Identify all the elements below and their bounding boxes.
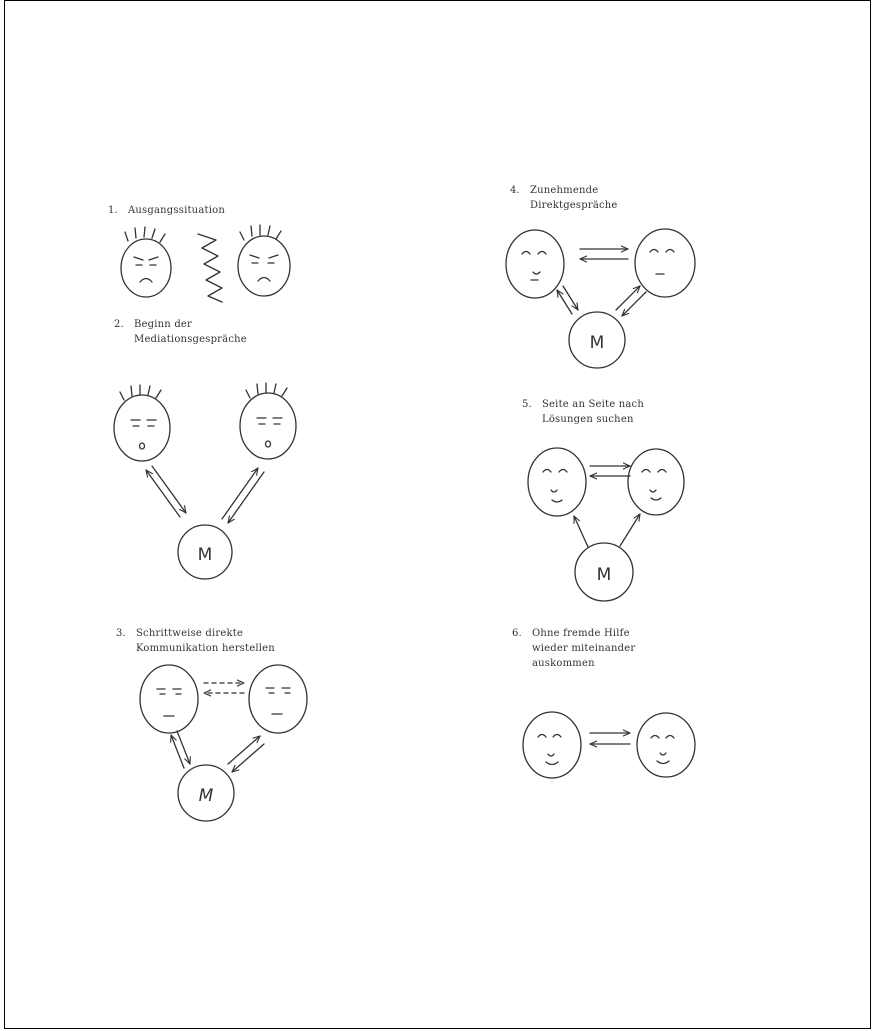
mediator-label-3: M [199, 786, 214, 806]
stage-4-number: 4. [510, 185, 520, 196]
stage-2-figure: M [113, 382, 297, 580]
mediator-circle-3: M [177, 764, 235, 822]
stage-5-number: 5. [522, 399, 532, 410]
stage-5-figure: M [527, 447, 685, 602]
stage-1-figure [120, 224, 291, 303]
stage-3-line-2: Kommunikation herstellen [136, 643, 275, 654]
stage-5-caption: 5. Seite an Seite nach Lösungen suchen [522, 397, 644, 427]
stage-4-caption: 4. Zunehmende Direktgespräche [510, 183, 618, 213]
calm-face-left-4 [505, 229, 565, 299]
mediator-label-4: M [590, 333, 605, 353]
tense-face-left [113, 384, 171, 462]
smiling-face-left-5 [527, 447, 587, 517]
page-frame [4, 0, 871, 1029]
stage-5-line-2: Lösungen suchen [542, 414, 634, 425]
stage-3-caption: 3. Schrittweise direkte Kommunikation her… [116, 626, 275, 656]
mediator-circle-4: M [568, 311, 626, 369]
stage-2-caption: 2. Beginn der Mediationsgespräche [114, 317, 247, 347]
mediator-circle-5: M [574, 542, 634, 602]
stage-4-line-1: Zunehmende [530, 185, 599, 196]
happy-face-left-6 [522, 711, 582, 779]
stage-1-caption: 1. Ausgangssituation [108, 203, 225, 218]
stage-3-line-1: Schrittweise direkte [136, 628, 244, 639]
angry-face-left [120, 226, 172, 298]
smiling-face-right-5 [627, 448, 685, 516]
neutral-face-left-3 [139, 664, 199, 734]
stage-6-line-3: auskommen [532, 658, 595, 669]
conflict-zigzag [197, 233, 223, 303]
stage-1-number: 1. [108, 205, 118, 216]
mediator-label-5: M [597, 565, 612, 585]
stage-6-line-2: wieder miteinander [532, 643, 636, 654]
mediator-label-2: M [198, 545, 213, 565]
tense-face-right [239, 382, 297, 460]
stage-4-line-2: Direktgespräche [530, 200, 618, 211]
stage-6-number: 6. [512, 628, 522, 639]
stage-5-line-1: Seite an Seite nach [542, 399, 644, 410]
neutral-face-right-3 [248, 664, 308, 734]
mediator-circle-2: M [177, 524, 233, 580]
stage-2-number: 2. [114, 319, 124, 330]
calm-face-right-4 [634, 228, 696, 298]
happy-face-right-6 [636, 712, 696, 778]
stage-6-line-1: Ohne fremde Hilfe [532, 628, 630, 639]
stage-3-number: 3. [116, 628, 126, 639]
stage-2-line-1: Beginn der [134, 319, 193, 330]
stage-4-figure: M [505, 228, 696, 369]
stage-6-figure [522, 711, 696, 779]
stage-2-line-2: Mediationsgespräche [134, 334, 247, 345]
stage-1-line-1: Ausgangssituation [128, 205, 225, 216]
stage-3-figure: M [139, 664, 308, 822]
angry-face-right [237, 224, 291, 297]
stage-6-caption: 6. Ohne fremde Hilfe wieder miteinander a… [512, 626, 635, 671]
